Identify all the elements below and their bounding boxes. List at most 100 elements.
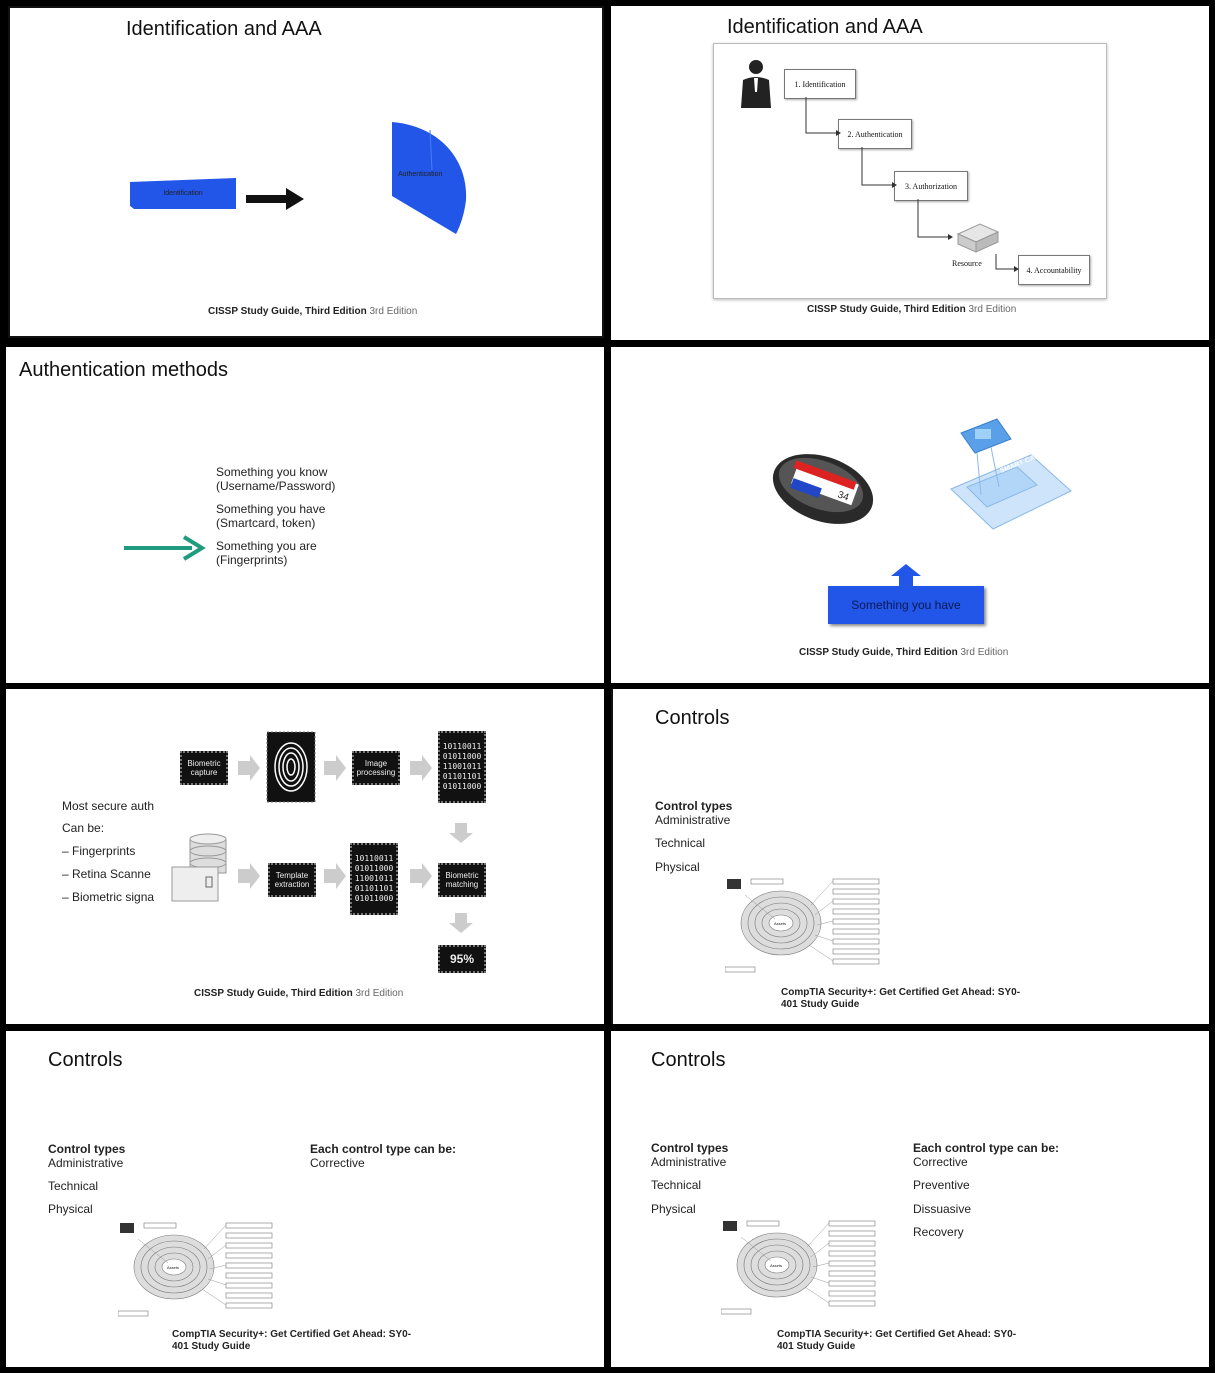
template-extraction-box: Template extraction [268,863,316,897]
bullet-retina: – Retina Scanne [62,867,151,881]
resource-label: Resource [952,259,982,268]
binary-row: 01101101 [354,884,394,893]
flow-arrows [238,755,473,933]
credit-bold: CISSP Study Guide, Third Edition [807,304,966,315]
method-are-line2: (Fingerprints) [216,553,288,567]
binary-row: 01011000 [354,864,394,873]
most-secure-text: Most secure auth [62,799,155,813]
type-administrative: Administrative [48,1156,124,1170]
type-physical: Physical [651,1202,696,1216]
binary-rows-top: 10110011 01011000 11001011 01101101 0101… [443,742,482,792]
type-technical: Technical [651,1178,702,1192]
binary-row: 01011000 [354,894,394,903]
bullet-fingerprints: – Fingerprints [62,844,136,858]
flow-connectors [805,97,1019,272]
server-icon [956,223,1000,253]
binary-box-bottom: 10110011 01011000 11001011 01101101 0101… [350,843,398,915]
arrow-icon [246,188,304,210]
slide-3-title: Authentication methods [19,359,229,381]
binary-row: 01011000 [442,752,482,761]
can-be-text: Can be: [62,821,105,835]
slide-2-title: Identification and AAA [727,16,923,38]
image-processing-box: Image processing [352,751,400,785]
method-have-line2: (Smartcard, token) [216,516,316,530]
biometric-capture-box: Biometric capture [180,751,228,785]
each-recovery: Recovery [913,1225,964,1239]
slide-6-credit: CompTIA Security+: Get Certified Get Ahe… [781,987,1021,1010]
defense-in-depth-diagram: Assets [725,878,880,973]
type-administrative: Administrative [655,813,731,827]
slide-6-title: Controls [655,707,730,729]
step-authentication: 2. Authentication [838,119,912,149]
slide-8: Controls Control types Administrative Te… [611,1031,1209,1367]
step-authorization: 3. Authorization [894,171,968,201]
control-types-heading: Control types [48,1142,126,1156]
asset-label: Assets [770,1263,782,1268]
method-know: Something you know (Username/Password) [216,465,335,493]
asset-label: Assets [774,921,786,926]
slide-1-title: Identification and AAA [126,18,322,40]
fingerprint-icon [266,731,316,803]
step-accountability: 4. Accountability [1018,255,1090,285]
each-corrective: Corrective [310,1156,365,1170]
green-arrow-icon [124,535,206,561]
person-icon [741,60,771,108]
method-are-line1: Something you are [216,539,317,553]
binary-row: 01101101 [442,772,482,781]
type-administrative: Administrative [651,1155,727,1169]
something-you-have-label: Something you have [851,598,961,612]
token-number: 34 [836,489,851,503]
bullet-retina-label: Retina Scanne [72,867,151,881]
defense-in-depth-diagram: Assets [118,1222,273,1317]
identification-shape: Identification [130,178,236,209]
each-control-heading: Each control type can be: [913,1141,1060,1155]
authentication-label: Authentication [398,171,443,178]
binary-row: 11001011 [442,762,482,771]
slide-2-credit: CISSP Study Guide, Third Edition 3rd Edi… [807,304,1016,315]
identification-label: Identification [163,190,203,197]
database-icon [171,833,227,902]
aaa-diagram-frame: 1. Identification 2. Authentication 3. A… [713,43,1107,299]
slide-7: Controls Control types Administrative Te… [6,1031,604,1367]
binary-row: 10110011 [354,854,394,863]
credit-bold: CISSP Study Guide, Third Edition [194,988,353,999]
binary-row: 11001011 [354,874,394,883]
slide-5: Most secure auth Can be: – Fingerprints … [6,689,604,1024]
credit-gray: 3rd Edition [960,647,1009,658]
type-technical: Technical [655,836,706,850]
slide-8-title: Controls [651,1049,726,1071]
method-have-line1: Something you have [216,502,326,516]
binary-row: 10110011 [442,742,482,751]
control-types-heading: Control types [655,799,733,813]
defense-in-depth-diagram: Assets [721,1220,876,1315]
each-preventive: Preventive [913,1178,970,1192]
type-technical: Technical [48,1179,99,1193]
credit-gray: 3rd Edition [369,306,418,317]
method-are: Something you are (Fingerprints) [216,539,317,567]
each-control-heading: Each control type can be: [310,1142,457,1156]
step-identification: 1. Identification [784,69,856,99]
credit-bold: CISSP Study Guide, Third Edition [208,306,367,317]
token-icon: 34 [772,454,874,524]
slide-2: Identification and AAA 1. Identification… [611,6,1209,340]
method-know-line2: (Username/Password) [216,479,336,493]
method-have: Something you have (Smartcard, token) [216,502,325,530]
slide-1-credit: CISSP Study Guide, Third Edition 3rd Edi… [208,306,417,317]
authentication-wedge [392,122,467,234]
binary-rows-bottom: 10110011 01011000 11001011 01101101 0101… [355,854,394,904]
credit-gray: 3rd Edition [355,988,404,999]
biometric-matching-box: Biometric matching [438,863,486,897]
slide-7-title: Controls [48,1049,123,1071]
bullet-biometric-signature: – Biometric signa [62,890,155,904]
smart-card-icon: SMART CARD [950,418,1072,530]
slide-8-credit: CompTIA Security+: Get Certified Get Ahe… [777,1329,1017,1352]
something-you-have-button: Something you have [828,586,984,624]
bullet-biometric-signature-label: Biometric signa [72,890,155,904]
up-arrow-icon [891,564,921,586]
slide-4-credit: CISSP Study Guide, Third Edition 3rd Edi… [799,647,1008,658]
control-types-heading: Control types [651,1141,729,1155]
slide-7-credit: CompTIA Security+: Get Certified Get Ahe… [172,1329,412,1352]
credit-gray: 3rd Edition [968,304,1017,315]
type-physical: Physical [655,860,700,874]
each-corrective: Corrective [913,1155,968,1169]
